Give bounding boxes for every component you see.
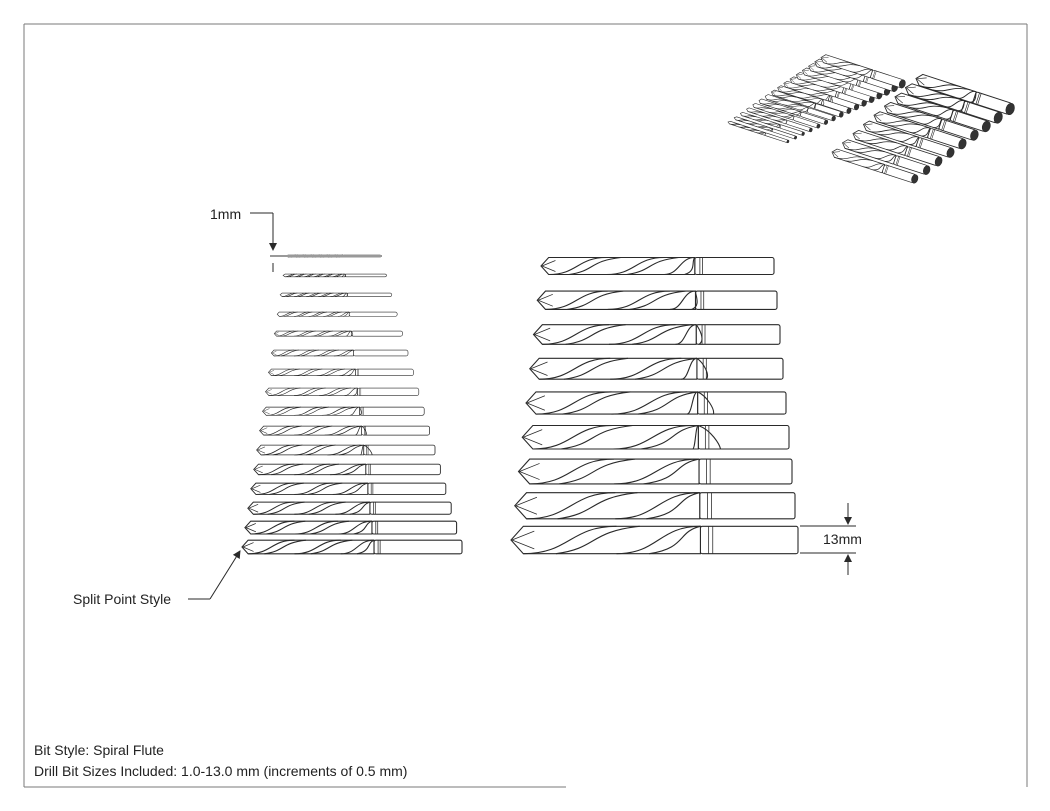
isometric-set-view [727,54,1015,184]
drill-bit [532,324,781,345]
drill-bit [256,444,436,456]
drill-bit [525,391,787,415]
drill-bit [247,501,452,515]
drill-bit [273,330,403,337]
label-13mm: 13mm [823,531,862,547]
iso-drill-bit [904,83,1003,124]
drill-bit [270,349,409,357]
note-bit-sizes: Drill Bit Sizes Included: 1.0-13.0 mm (i… [34,763,408,779]
drill-bit [510,525,799,555]
iso-drill-bit [795,72,875,103]
iso-drill-bit [894,92,991,133]
drill-bit [250,482,447,495]
drill-bit [282,273,387,278]
iso-drill-bit [915,73,1015,116]
iso-drill-bit [852,129,943,167]
iso-drill-bit [814,58,898,92]
drill-bit [514,492,796,520]
iso-drill-bit [752,103,821,129]
left-bit-column [241,254,463,555]
iso-drill-bit [883,101,979,141]
drill-bit [262,406,425,416]
iso-drill-bit [820,54,906,89]
drill-bit [536,290,778,310]
iso-drill-bit [831,148,919,184]
iso-drill-bit [746,107,813,133]
callout-1mm-leader [250,212,277,272]
dimension-13mm [800,503,856,575]
iso-drill-bit [842,139,931,175]
drill-bit [253,463,441,476]
iso-drill-bit [808,63,891,96]
iso-drill-bit [764,94,836,122]
note-bit-style: Bit Style: Spiral Flute [34,742,164,758]
drill-bit [279,292,393,297]
label-split-point-style: Split Point Style [73,591,172,607]
iso-drill-bit [862,120,955,158]
label-1mm: 1mm [210,206,242,222]
iso-drill-bit [758,98,829,125]
drill-bit [540,256,775,276]
drill-bit [517,458,793,485]
drill-bit [529,357,784,380]
drill-bit [244,520,458,535]
iso-drill-bit [771,89,844,118]
right-bit-column [510,256,799,555]
drill-bit [267,368,414,377]
iso-drill-bit [733,116,797,140]
drill-bit [241,539,463,555]
iso-drill-bit [873,111,967,150]
iso-drill-bit [739,112,805,136]
iso-drill-bit [727,120,790,144]
drill-bit [259,425,430,436]
drill-bit [521,424,790,450]
drill-bit [265,387,420,396]
iso-drill-bit [789,76,867,107]
callout-split-point-leader [188,550,241,600]
drill-bit [276,311,398,317]
